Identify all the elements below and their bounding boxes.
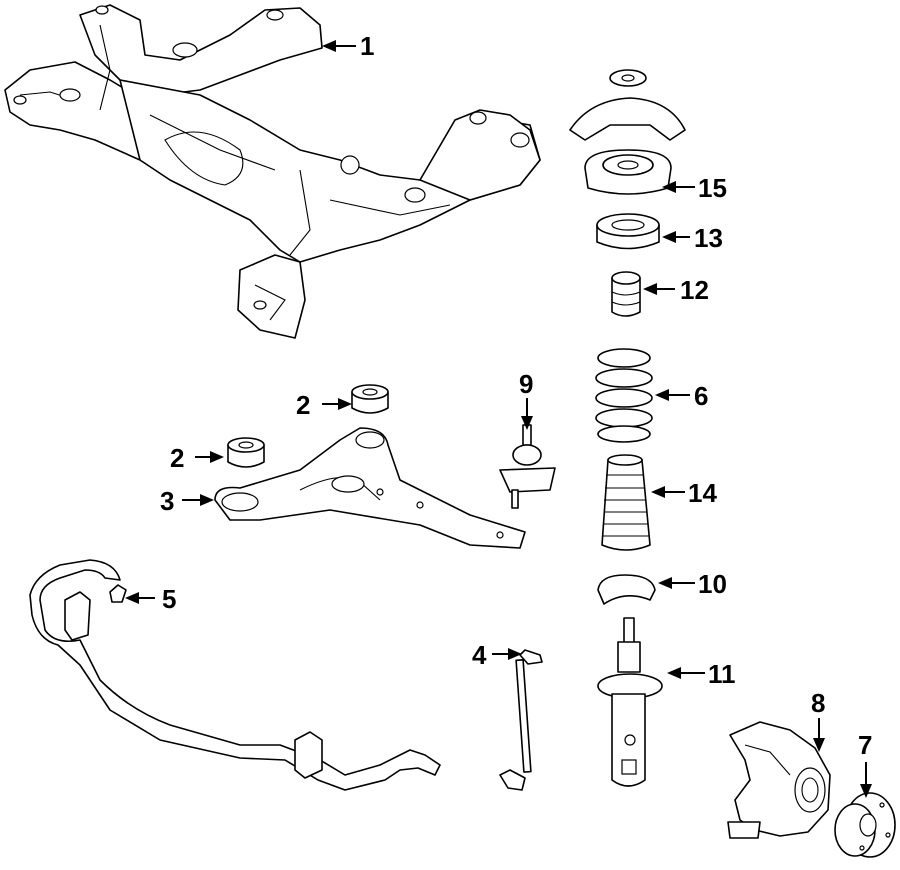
callout-14: 14 [688,478,717,508]
control-arm-bushing-upper [351,384,389,414]
steering-knuckle [727,721,831,839]
callout-1: 1 [360,31,374,61]
lower-control-arm [214,427,526,549]
callout-8: 8 [811,688,825,718]
callout-7: 7 [858,730,872,760]
strut-bearing [596,213,660,250]
coil-spring [595,348,653,443]
ball-joint [499,424,556,509]
callout-5: 5 [162,584,176,614]
dust-boot [601,454,651,551]
callout-labels: 1 2 2 3 4 5 6 7 8 9 10 11 12 13 14 15 [160,31,872,760]
callout-2-upper: 2 [296,390,310,420]
callout-10: 10 [698,569,727,599]
callout-4: 4 [472,640,487,670]
strut-mount [569,69,686,195]
callout-9: 9 [519,369,533,399]
bump-stop [611,271,641,317]
callout-6: 6 [694,381,708,411]
callout-13: 13 [694,223,723,253]
callout-15: 15 [698,173,727,203]
stabilizer-link [499,649,543,791]
callout-2-lower: 2 [170,443,184,473]
callout-3: 3 [160,486,174,516]
subframe [4,4,541,339]
callout-11: 11 [708,659,736,689]
wheel-hub [834,792,896,858]
callout-arrows [125,40,872,798]
stabilizer-bar [29,559,441,791]
strut-assembly [597,617,663,787]
spring-seat [597,574,656,605]
callout-12: 12 [680,275,709,305]
control-arm-bushing-lower [227,437,265,468]
